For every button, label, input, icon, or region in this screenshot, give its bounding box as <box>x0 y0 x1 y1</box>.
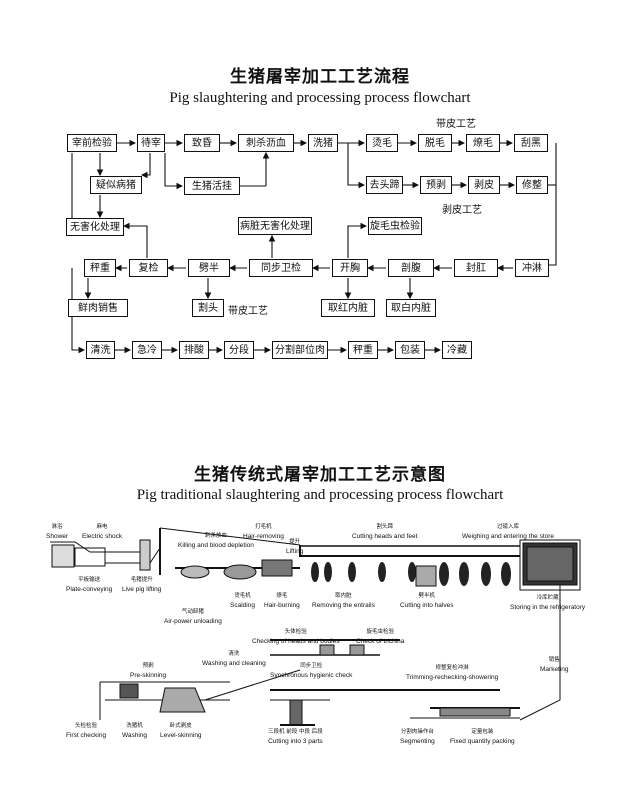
step-recheck: 复检 <box>129 259 168 277</box>
step-harmless-treatment: 无害化处理 <box>66 218 124 236</box>
step-quick-cool: 急冷 <box>132 341 162 359</box>
step-clean: 清洗 <box>86 341 115 359</box>
illustration-title-cn: 生猪传统式屠宰加工工艺示意图 <box>194 465 446 485</box>
step-scrape: 刮黑 <box>514 134 548 152</box>
step-remove-head-feet: 去头蹄 <box>366 176 403 194</box>
step-diseased-viscera: 病脏无害化处理 <box>238 217 312 235</box>
note-skin-process-bottom: 带皮工艺 <box>228 306 268 317</box>
step-sync-check: 同步卫检 <box>249 259 313 277</box>
step-shower: 冲淋 <box>515 259 549 277</box>
step-live-hang: 生猪活挂 <box>184 177 240 195</box>
step-split-half: 劈半 <box>188 259 230 277</box>
step-stun: 致昏 <box>184 134 220 152</box>
step-singe: 燎毛 <box>466 134 500 152</box>
note-skinning-process: 剥皮工艺 <box>442 205 482 216</box>
note-skin-process-top: 带皮工艺 <box>436 119 476 130</box>
step-pre-skin: 预剥 <box>420 176 452 194</box>
step-waiting: 待宰 <box>137 134 165 152</box>
step-cut-parts: 分割部位肉 <box>272 341 328 359</box>
step-trichina-check: 旋毛虫检验 <box>368 217 422 235</box>
flowchart-title-cn: 生猪屠宰加工工艺流程 <box>230 67 410 87</box>
step-stick-bleed: 刺杀沥血 <box>238 134 294 152</box>
step-wash-pig: 洗猪 <box>308 134 338 152</box>
step-segment: 分段 <box>224 341 254 359</box>
step-skinning: 剥皮 <box>468 176 500 194</box>
flowchart-title-en: Pig slaughtering and processing process … <box>169 90 471 106</box>
step-cut-head: 割头 <box>192 299 224 317</box>
step-red-viscera: 取红内脏 <box>321 299 375 317</box>
step-white-viscera: 取白内脏 <box>386 299 436 317</box>
illustration-title-en: Pig traditional slaughtering and process… <box>136 487 504 503</box>
step-suspect-pig: 疑似病猪 <box>90 176 142 194</box>
step-acid-discharge: 排酸 <box>179 341 209 359</box>
step-open-chest: 开胸 <box>332 259 368 277</box>
step-trim: 修整 <box>516 176 548 194</box>
step-weigh-2: 秤重 <box>348 341 378 359</box>
step-pack: 包装 <box>395 341 425 359</box>
step-fresh-sale: 鲜肉销售 <box>68 299 128 317</box>
step-dehair: 脱毛 <box>418 134 452 152</box>
step-open-belly: 剖腹 <box>388 259 434 277</box>
step-cold-store: 冷藏 <box>442 341 472 359</box>
step-scald: 烫毛 <box>366 134 398 152</box>
step-weigh-1: 秤重 <box>84 259 116 277</box>
step-seal-anus: 封肛 <box>454 259 498 277</box>
step-slaughter-inspection: 宰前检验 <box>67 134 117 152</box>
